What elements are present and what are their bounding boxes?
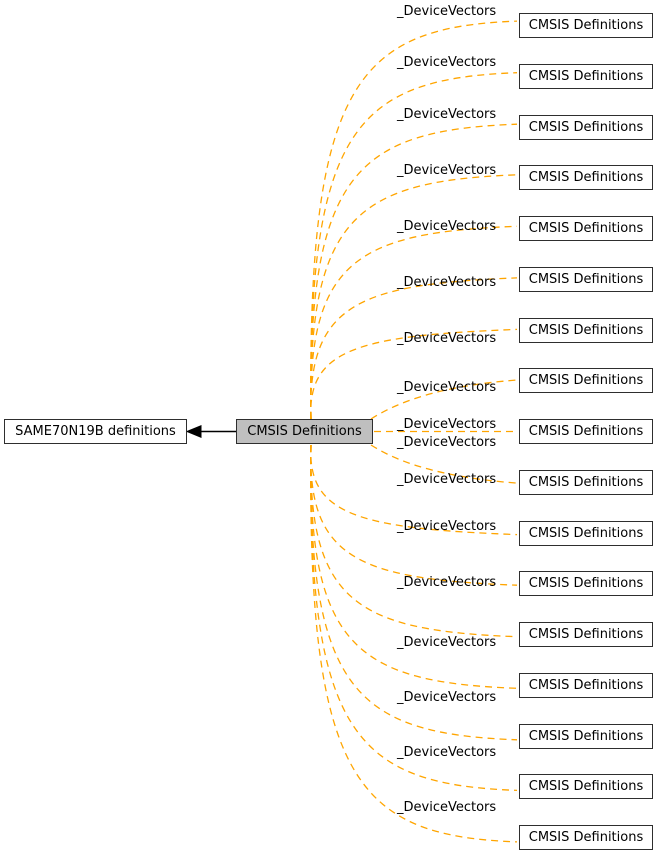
node-label: CMSIS Definitions — [528, 779, 644, 794]
node-cmsis-definitions[interactable]: CMSIS Definitions — [519, 267, 653, 292]
edge-label-device-vectors: _DeviceVectors — [397, 745, 497, 760]
node-cmsis-definitions[interactable]: CMSIS Definitions — [519, 470, 653, 495]
node-label: CMSIS Definitions — [528, 729, 644, 744]
edge-label-device-vectors: _DeviceVectors — [397, 275, 497, 290]
edge-device-vectors — [310, 444, 518, 741]
node-cmsis-definitions[interactable]: CMSIS Definitions — [519, 571, 653, 596]
node-label: CMSIS Definitions — [528, 576, 644, 591]
edge-label-device-vectors: _DeviceVectors — [397, 472, 497, 487]
edge-label-device-vectors: _DeviceVectors — [397, 417, 497, 432]
edge-label-device-vectors: _DeviceVectors — [397, 4, 497, 19]
edge-device-vectors — [310, 123, 518, 420]
node-label: SAME70N19B definitions — [15, 424, 176, 439]
edge-label-device-vectors: _DeviceVectors — [397, 800, 497, 815]
edge-label-device-vectors: _DeviceVectors — [397, 55, 497, 70]
node-label: CMSIS Definitions — [528, 323, 644, 338]
node-label: CMSIS Definitions — [528, 221, 644, 236]
node-cmsis-definitions[interactable]: CMSIS Definitions — [519, 165, 653, 190]
edge-device-vectors — [310, 277, 518, 420]
edge-label-device-vectors: _DeviceVectors — [397, 635, 497, 650]
node-label: CMSIS Definitions — [528, 424, 644, 439]
node-label: CMSIS Definitions — [528, 526, 644, 541]
edge-device-vectors — [310, 444, 518, 638]
edge-label-device-vectors: _DeviceVectors — [397, 435, 497, 450]
node-label: CMSIS Definitions — [528, 475, 644, 490]
edge-label-device-vectors: _DeviceVectors — [397, 690, 497, 705]
node-label: CMSIS Definitions — [528, 69, 644, 84]
edge-label-device-vectors: _DeviceVectors — [397, 380, 497, 395]
edge-label-device-vectors: _DeviceVectors — [397, 331, 497, 346]
edge-device-vectors — [310, 174, 518, 420]
edge-label-device-vectors: _DeviceVectors — [397, 575, 497, 590]
node-label: CMSIS Definitions — [528, 678, 644, 693]
node-cmsis-definitions[interactable]: CMSIS Definitions — [519, 64, 653, 89]
node-cmsis-definitions[interactable]: CMSIS Definitions — [519, 419, 653, 444]
node-label: CMSIS Definitions — [528, 18, 644, 33]
node-cmsis-definitions[interactable]: CMSIS Definitions — [519, 724, 653, 749]
edge-device-vectors — [310, 225, 518, 420]
node-label: CMSIS Definitions — [528, 170, 644, 185]
node-cmsis-definitions[interactable]: CMSIS Definitions — [519, 673, 653, 698]
edge-device-vectors — [310, 72, 518, 420]
node-label: CMSIS Definitions — [528, 830, 644, 845]
edge-device-vectors — [310, 444, 518, 536]
edge-label-device-vectors: _DeviceVectors — [397, 519, 497, 534]
edge-device-vectors — [310, 444, 518, 792]
node-label: CMSIS Definitions — [528, 627, 644, 642]
node-same70n19b-definitions[interactable]: SAME70N19B definitions — [4, 419, 187, 444]
arrowhead-left-icon — [185, 425, 202, 438]
node-cmsis-definitions[interactable]: CMSIS Definitions — [519, 521, 653, 546]
node-label: CMSIS Definitions — [528, 272, 644, 287]
edge-device-vectors — [310, 20, 518, 420]
node-cmsis-definitions[interactable]: CMSIS Definitions — [519, 368, 653, 393]
node-label: CMSIS Definitions — [528, 120, 644, 135]
node-cmsis-definitions-current: CMSIS Definitions — [236, 419, 373, 444]
edge-label-device-vectors: _DeviceVectors — [397, 163, 497, 178]
node-cmsis-definitions[interactable]: CMSIS Definitions — [519, 774, 653, 799]
edge-label-device-vectors: _DeviceVectors — [397, 107, 497, 122]
node-cmsis-definitions[interactable]: CMSIS Definitions — [519, 115, 653, 140]
node-cmsis-definitions[interactable]: CMSIS Definitions — [519, 318, 653, 343]
edge-device-vectors — [370, 444, 518, 484]
node-cmsis-definitions[interactable]: CMSIS Definitions — [519, 216, 653, 241]
node-label: CMSIS Definitions — [528, 373, 644, 388]
edge-device-vectors — [310, 328, 518, 420]
edge-label-device-vectors: _DeviceVectors — [397, 219, 497, 234]
edge-device-vectors — [370, 379, 518, 420]
edge-device-vectors — [310, 444, 518, 843]
node-cmsis-definitions[interactable]: CMSIS Definitions — [519, 825, 653, 850]
node-cmsis-definitions[interactable]: CMSIS Definitions — [519, 13, 653, 38]
edge-device-vectors — [310, 444, 518, 586]
node-label: CMSIS Definitions — [247, 424, 362, 439]
node-cmsis-definitions[interactable]: CMSIS Definitions — [519, 622, 653, 647]
edge-device-vectors — [310, 444, 518, 689]
